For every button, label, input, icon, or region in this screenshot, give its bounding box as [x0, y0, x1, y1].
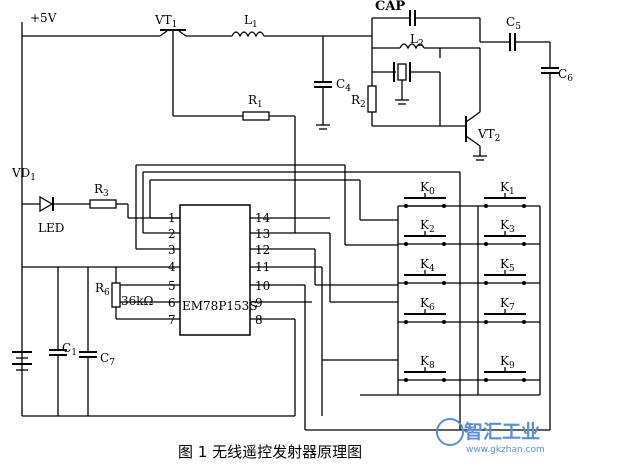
key-label: K6 [420, 296, 435, 313]
l2-label: L2 [410, 32, 424, 49]
c6-capacitor [541, 42, 559, 430]
vt2-transistor [440, 48, 487, 161]
ic-pin-12: 12 [255, 243, 270, 257]
ic-pin-1: 1 [168, 211, 176, 225]
r1-label: R1 [248, 93, 263, 110]
l1-label: L1 [244, 13, 258, 30]
vt1-transistor [159, 29, 232, 116]
ic-pin-10: 10 [255, 279, 270, 293]
tank-circuit [371, 10, 481, 126]
ic-pin-4: 4 [168, 260, 176, 274]
cap-label: CAP [375, 0, 405, 14]
key-label: K2 [420, 218, 435, 235]
ic-pin-11: 11 [255, 260, 270, 274]
key-switch[interactable] [404, 367, 446, 382]
led-label: LED [38, 221, 64, 235]
key-label: K8 [420, 354, 435, 371]
vd1-led [22, 195, 90, 213]
ic-pin-6: 6 [168, 296, 176, 310]
ic-chip [22, 204, 295, 336]
ic-pin-2: 2 [168, 227, 176, 241]
key-label: K4 [420, 257, 435, 274]
r3-label: R3 [94, 182, 109, 199]
c1-capacitor [49, 267, 67, 416]
r3-resistor [89, 199, 180, 219]
figure-caption: 图 1 无线遥控发射器原理图 [178, 443, 362, 461]
ic-pin-13: 13 [255, 227, 270, 241]
key-switch[interactable] [484, 270, 526, 285]
key-label: K7 [500, 296, 515, 313]
supply-label: +5V [30, 11, 57, 25]
ic-pin-14: 14 [255, 211, 271, 225]
key-label: K9 [500, 354, 515, 371]
r6-resistor [111, 267, 121, 319]
key-label: K5 [500, 257, 515, 274]
watermark-url: www.gkzhan.com [466, 445, 545, 455]
ic-name: EM78P153S [182, 299, 258, 313]
key-switch[interactable] [484, 193, 526, 208]
l1-inductor [231, 31, 372, 38]
vt2-label: VT2 [477, 127, 500, 144]
c5-label: C5 [506, 15, 521, 32]
key-switch[interactable] [404, 309, 446, 324]
c4-capacitor [314, 36, 332, 130]
battery [12, 351, 32, 371]
key-switch[interactable] [484, 367, 526, 382]
c5-capacitor [480, 33, 550, 51]
c4-label: C4 [336, 77, 351, 94]
key-switch[interactable] [484, 309, 526, 324]
r1-resistor [173, 111, 296, 233]
r2-label: R2 [351, 93, 366, 110]
key-switch[interactable] [404, 270, 446, 285]
key-switch[interactable] [404, 231, 446, 246]
key-label: K0 [420, 180, 435, 197]
c1-label: C1 [62, 341, 77, 358]
key-switch[interactable] [484, 231, 526, 246]
ic-pin-3: 3 [168, 243, 176, 257]
vd1-label: VD1 [11, 166, 36, 183]
watermark-text: 智汇工业 [464, 420, 540, 443]
vt1-label: VT1 [154, 13, 177, 30]
ic-key-wiring [135, 164, 550, 431]
watermark-logo: 智汇工业 www.gkzhan.com [436, 418, 545, 455]
key-label: K1 [500, 180, 515, 197]
c7-label: C7 [100, 351, 115, 368]
key-label: K3 [500, 218, 515, 235]
c6-label: C6 [558, 67, 573, 84]
ic-pin-7: 7 [168, 313, 176, 327]
ic-pin-5: 5 [168, 279, 176, 293]
c7-capacitor [79, 267, 97, 416]
power-rail [21, 22, 295, 417]
r6-label: R6 [95, 281, 110, 298]
r2-resistor [367, 72, 440, 127]
ic-pin-9: 9 [255, 296, 263, 310]
ic-pin-8: 8 [255, 313, 263, 327]
r6-value: 36kΩ [121, 294, 154, 308]
key-switch[interactable] [404, 193, 446, 208]
